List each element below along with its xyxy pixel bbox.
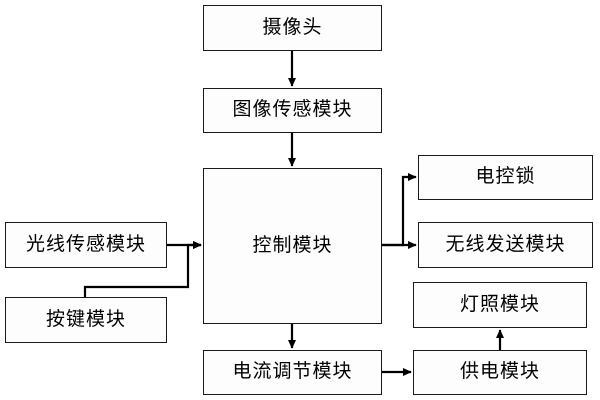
node-camera: 摄像头 [203,5,382,51]
node-lighting-module: 灯照模块 [413,282,587,328]
node-lighting-module-label: 灯照模块 [459,292,540,315]
node-camera-label: 摄像头 [262,15,323,38]
node-current-adjust-module: 电流调节模块 [203,350,382,395]
node-electronic-lock-label: 电控锁 [475,165,536,187]
node-power-supply-module: 供电模块 [413,350,587,395]
node-key-module: 按键模块 [5,297,167,343]
node-key-module-label: 按键模块 [45,307,126,330]
node-wireless-transmit-module-label: 无线发送模块 [445,232,566,255]
node-wireless-transmit-module: 无线发送模块 [418,222,593,268]
node-control-module-label: 控制模块 [252,233,333,256]
node-control-module: 控制模块 [203,168,382,324]
node-power-supply-module-label: 供电模块 [459,360,540,382]
node-electronic-lock: 电控锁 [418,155,593,200]
node-current-adjust-module-label: 电流调节模块 [232,360,353,382]
node-image-sensor: 图像传感模块 [203,88,382,133]
node-image-sensor-label: 图像传感模块 [232,98,353,120]
node-light-sensor: 光线传感模块 [5,222,167,268]
connector-control-to-electronic-lock [382,172,417,247]
node-light-sensor-label: 光线传感模块 [25,232,146,255]
